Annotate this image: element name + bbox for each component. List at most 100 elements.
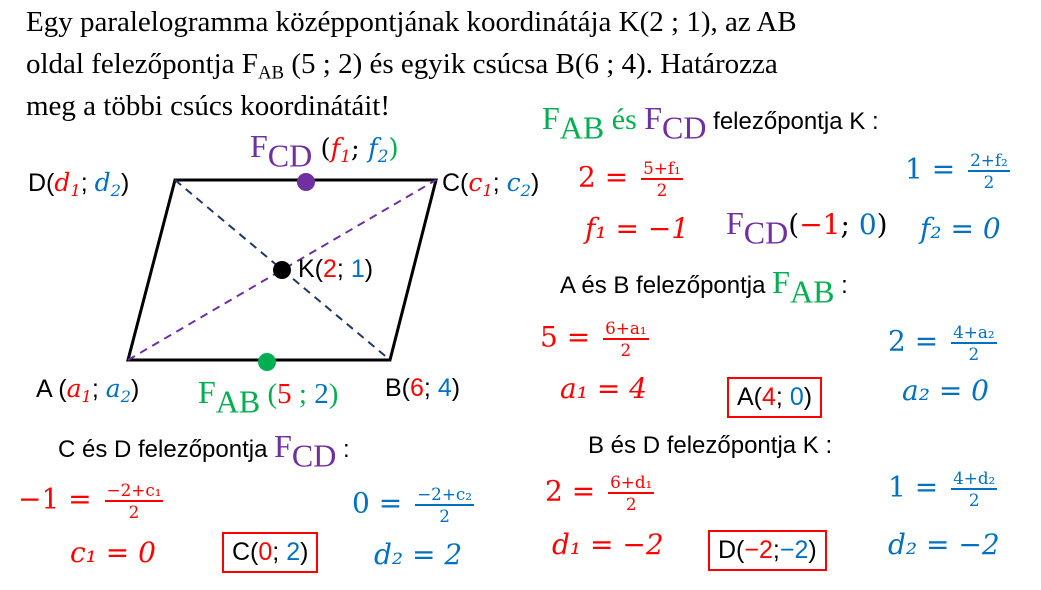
t: d1 [54, 168, 81, 200]
t: ) [451, 374, 461, 402]
t: 2+f₂ [968, 150, 1010, 172]
t: c2 [507, 168, 532, 200]
t: ) [876, 208, 888, 241]
t: ) [130, 375, 140, 403]
point-fcd-result: FCD(−1; 0) [726, 205, 888, 252]
t: F [198, 374, 216, 410]
result-d1: d₁ = −2 [552, 528, 664, 561]
t: 6 [410, 374, 424, 402]
section1-heading: FAB és FCD felezőpontja K : [542, 100, 879, 147]
label-fcd: FCD (f1; f2) [250, 128, 399, 175]
t: 4 [437, 374, 452, 402]
label-d: D(d1; d2) [28, 168, 129, 200]
t: ; [80, 169, 95, 197]
t: −2 [744, 536, 773, 564]
t: : [336, 436, 350, 463]
t: d [54, 168, 71, 197]
t: ; [840, 208, 859, 241]
result-f2: f₂ = 0 [920, 212, 1001, 245]
t: 2 [314, 378, 329, 410]
section3-heading: C és D felezőpontja FCD : [58, 428, 350, 475]
t: 1 = [905, 152, 965, 186]
t: 2 [620, 340, 632, 360]
text: (5 ; 2) és egyik csúcsa B(6 ; 4). Határo… [284, 48, 778, 80]
t: AB [215, 383, 261, 420]
t: ; [336, 255, 351, 283]
t: A ( [36, 375, 67, 403]
t: 0 = [352, 486, 412, 520]
t: 1 [70, 180, 81, 200]
t: 4+a₂ [951, 322, 997, 344]
t: f1 [331, 134, 352, 167]
t: 2 [983, 172, 995, 192]
t: 6+a₁ [603, 318, 649, 340]
result-f1: f₁ = −1 [585, 212, 690, 245]
t: 2 [520, 180, 532, 200]
t: ; [775, 383, 790, 411]
label-b: B(6; 4) [385, 374, 460, 403]
t: −2+c₂ [415, 484, 475, 506]
t: d2 [94, 168, 122, 200]
t: ) [300, 538, 309, 566]
t: −1 [799, 208, 841, 241]
t: 1 [350, 255, 365, 283]
t: −2+c₁ [104, 480, 164, 502]
t: 2 [110, 180, 122, 200]
t: 2 [656, 180, 668, 200]
t: : [834, 272, 848, 299]
t: ( [788, 208, 800, 241]
t: ; [351, 134, 369, 164]
t: C és D felezőpontja [58, 436, 275, 463]
t: 1 = [888, 470, 948, 504]
t: F [644, 100, 663, 136]
t: ) [364, 255, 374, 283]
t: felezőpontja K : [706, 108, 879, 135]
t: 1 [340, 146, 352, 167]
t: A és B felezőpontja [560, 272, 773, 299]
t: CD [743, 214, 789, 251]
t: a [105, 374, 121, 403]
t: 4+d₂ [951, 468, 998, 490]
t: 1 [482, 180, 493, 200]
label-c: C(c1; c2) [442, 168, 539, 200]
t: 5 = [540, 320, 600, 354]
result-d2: d₂ = −2 [888, 528, 1000, 561]
t: 2 [128, 502, 140, 522]
t: a2 [105, 374, 131, 406]
t: CD [662, 109, 707, 146]
t: c [468, 168, 483, 197]
t: 2 [286, 538, 301, 566]
t: F [726, 205, 744, 241]
t: F [250, 128, 268, 164]
t: AB [559, 109, 605, 146]
t: −2 [779, 536, 809, 564]
t: 2 = [888, 324, 948, 358]
t: ; [272, 538, 287, 566]
point-fab [258, 353, 276, 371]
t: AB [789, 273, 835, 310]
t: 2 [120, 386, 131, 406]
t: D( [718, 536, 745, 564]
t: C( [232, 538, 259, 566]
result-a2: a₂ = 0 [902, 374, 989, 407]
t: d [94, 168, 111, 197]
t: F [274, 428, 292, 464]
t: ) [808, 536, 817, 564]
t: f2 [368, 134, 388, 166]
result-c1: c₁ = 0 [70, 536, 156, 569]
t: c1 [468, 168, 493, 200]
t: 0 [858, 208, 877, 241]
diagonal-ac [127, 179, 437, 361]
t: 2 = [578, 160, 638, 194]
problem-line-3: meg a többi csúcs koordinátáit! [26, 90, 391, 122]
point-fcd [297, 173, 315, 191]
t: ; [492, 169, 507, 197]
